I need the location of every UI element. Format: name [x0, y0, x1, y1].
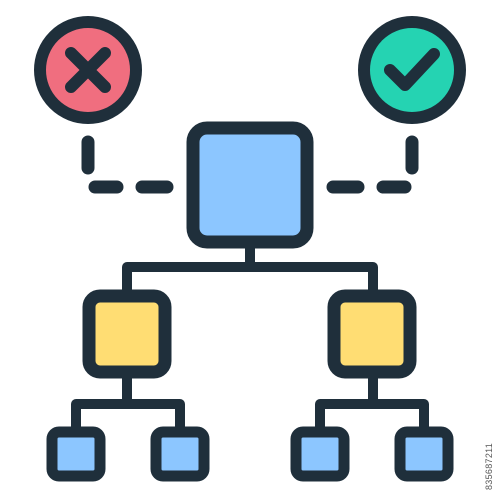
leaf-node-3 [290, 426, 350, 482]
stock-id-label: 835687211 [484, 442, 494, 490]
right-branch-to-leaves-connector [315, 367, 429, 435]
root-to-branches-connector [122, 240, 378, 299]
leaf-node-1 [46, 426, 106, 482]
dashed-connectors [81, 135, 419, 194]
dashed-connector-left [81, 135, 174, 194]
dashed-connector-right [326, 135, 419, 194]
left-branch-to-leaves-connector [71, 367, 185, 435]
x-mark-icon [65, 47, 111, 93]
checkmark-icon [384, 48, 440, 91]
leaf-node-4 [394, 426, 454, 482]
branch-node-right [327, 289, 417, 379]
leaf-node-2 [150, 426, 210, 482]
tree-connectors [71, 240, 429, 435]
branch-node-left [82, 289, 172, 379]
accept-indicator [358, 16, 466, 124]
reject-indicator [34, 16, 142, 124]
root-node [186, 121, 314, 249]
